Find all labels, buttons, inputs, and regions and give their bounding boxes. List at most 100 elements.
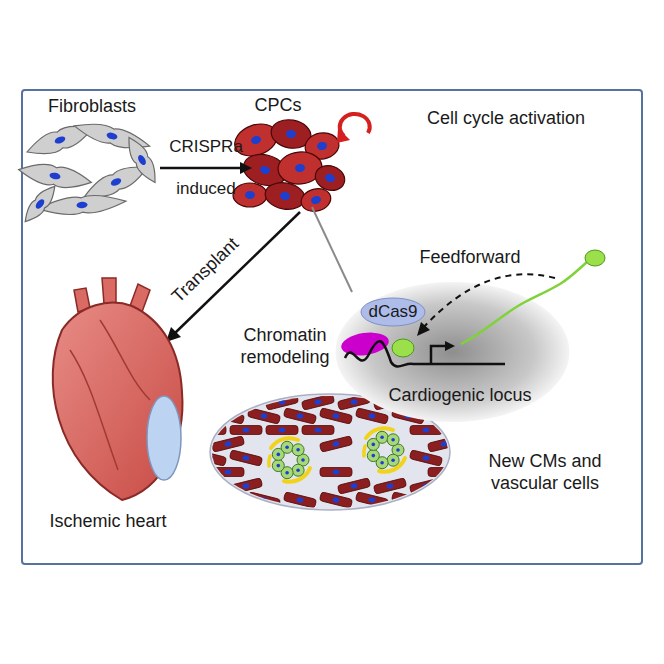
nucleus xyxy=(380,461,384,465)
locus-label: Cardiogenic locus xyxy=(388,384,531,406)
heart-illustration xyxy=(53,278,183,500)
nucleus xyxy=(242,455,250,462)
nucleus xyxy=(350,483,358,490)
fibroblast xyxy=(122,134,162,187)
cardiomyocyte xyxy=(194,426,226,435)
cardiomyocyte xyxy=(373,478,406,494)
nucleus xyxy=(279,191,290,201)
cardiomyocyte xyxy=(283,408,316,424)
arrowhead xyxy=(417,322,430,336)
nucleus xyxy=(301,458,305,462)
vascular-cells xyxy=(269,428,405,482)
cm-body xyxy=(427,492,460,508)
arrowhead xyxy=(445,341,455,351)
cpc-body xyxy=(233,183,267,207)
nucleus xyxy=(296,413,304,420)
nucleus xyxy=(440,441,448,448)
nucleus xyxy=(250,135,262,146)
endothelial-cell xyxy=(387,454,399,466)
cpc xyxy=(263,180,307,213)
cm-body xyxy=(409,450,442,466)
endothelial-cell xyxy=(387,434,399,446)
nucleus xyxy=(350,399,358,406)
nucleus xyxy=(242,483,250,490)
nucleus xyxy=(277,453,281,457)
cm-body xyxy=(229,394,262,410)
nucleus xyxy=(279,428,286,433)
nucleus xyxy=(206,455,214,462)
nucleus xyxy=(314,399,322,406)
cell-label: CPCs xyxy=(238,94,318,116)
nucleus-ellipse: Cardiogenic locusdCas9 xyxy=(335,282,570,422)
cm-body xyxy=(247,492,280,508)
nucleus xyxy=(380,436,384,440)
cm-body xyxy=(283,408,316,424)
cardiomyocyte xyxy=(193,394,226,410)
cpc-cells xyxy=(230,117,348,215)
cardiomyocyte xyxy=(301,394,334,410)
nucleus xyxy=(76,201,88,208)
nucleus xyxy=(315,428,322,433)
cm-body xyxy=(194,426,226,435)
cardiomyocyte xyxy=(428,468,460,477)
nucleus xyxy=(391,438,395,442)
cardiomyocyte xyxy=(355,408,388,424)
nucleus xyxy=(440,497,448,504)
vessel xyxy=(364,428,405,472)
cardiomyocyte xyxy=(229,478,262,494)
process-label: Chromatin remodeling xyxy=(235,324,335,368)
cm-body xyxy=(283,492,316,508)
fibroblast xyxy=(20,182,61,226)
cm-body xyxy=(212,468,244,477)
cardiomyocyte xyxy=(247,492,280,508)
cm-body xyxy=(211,492,244,508)
arrowhead xyxy=(240,162,252,174)
nucleus xyxy=(242,399,250,406)
cardiomyocyte xyxy=(320,468,352,477)
cardiomyocyte xyxy=(409,478,442,494)
cpc-body xyxy=(263,180,307,213)
coronary-vessel xyxy=(100,320,150,400)
vessel xyxy=(269,438,310,482)
nucleus xyxy=(332,413,340,420)
cardiomyocyte xyxy=(427,436,460,452)
nucleus xyxy=(368,497,376,504)
cell-label: Fibroblasts xyxy=(27,95,157,117)
cardiomyocyte xyxy=(266,426,298,435)
fibroblast-body xyxy=(20,182,61,226)
cm-body xyxy=(391,492,424,508)
nucleus xyxy=(54,135,67,145)
cm-body xyxy=(193,478,226,494)
nucleus xyxy=(296,497,304,504)
nucleus xyxy=(106,131,118,140)
nucleus xyxy=(243,428,250,433)
cm-body xyxy=(229,450,262,466)
cm-body xyxy=(193,450,226,466)
nucleus xyxy=(310,195,322,205)
vessel xyxy=(102,278,116,304)
cm-body xyxy=(373,478,406,494)
nucleus xyxy=(396,448,400,452)
heart xyxy=(53,303,183,500)
endothelial-cell xyxy=(281,441,293,453)
cm-body xyxy=(265,394,298,410)
cm-body xyxy=(409,478,442,494)
cpc-body xyxy=(299,185,334,214)
nucleus xyxy=(333,470,340,475)
nucleus xyxy=(206,483,214,490)
nucleus-body xyxy=(336,282,570,422)
fibroblast-cells xyxy=(17,118,162,227)
nucleus xyxy=(372,443,376,447)
nucleus xyxy=(391,458,395,462)
cardiomyocyte xyxy=(302,426,334,435)
process-label: Cell cycle activation xyxy=(391,107,621,129)
nucleus xyxy=(423,428,430,433)
cm-body xyxy=(428,468,460,477)
arrowhead xyxy=(337,128,350,143)
cardiomyocyte xyxy=(319,492,352,508)
endothelial-cell xyxy=(376,431,388,443)
dna-strand xyxy=(345,341,505,366)
nucleus xyxy=(49,172,61,180)
smooth-muscle xyxy=(364,446,365,456)
arrow-label: CRISPRa induced xyxy=(166,126,246,210)
